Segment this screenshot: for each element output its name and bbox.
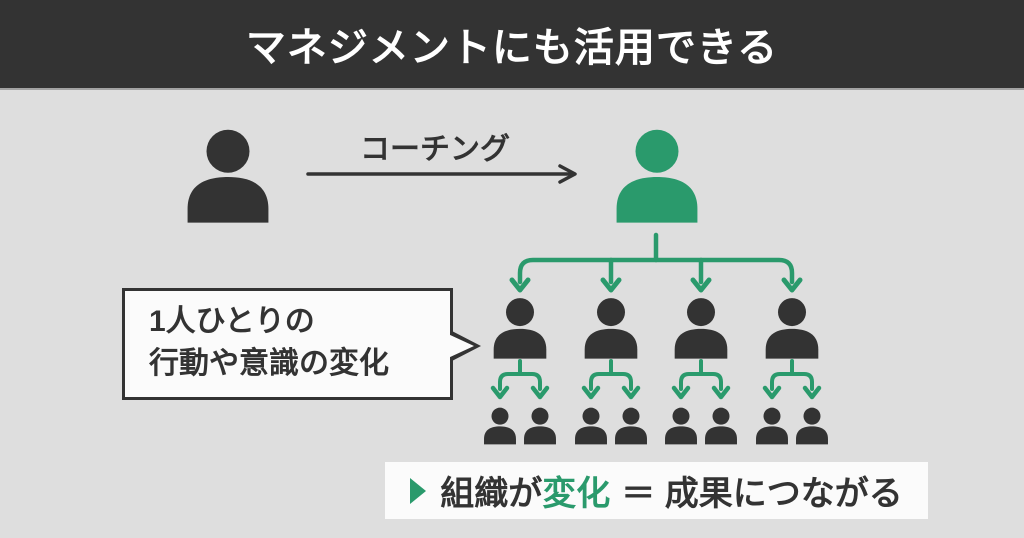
arrow-down-icon <box>600 277 622 293</box>
arrow-down-icon <box>581 385 601 400</box>
arrow-down-icon <box>621 385 641 400</box>
member-person-icon <box>796 407 828 445</box>
speech-bubble: 1人ひとりの 行動や意識の変化 <box>122 288 481 400</box>
member-person-icon <box>705 407 737 445</box>
arrow-down-icon <box>711 385 731 400</box>
coach-person-icon <box>187 129 269 223</box>
result-suffix: ＝ 成果につながる <box>621 475 903 513</box>
result-highlight: 変化 <box>542 475 611 513</box>
arrow-down-icon <box>690 277 712 293</box>
play-triangle-icon <box>410 477 427 504</box>
page-title: マネジメントにも活用できる <box>245 26 779 70</box>
header-bar: マネジメントにも活用できる <box>0 0 1024 90</box>
bubble-tail-fill <box>448 334 474 358</box>
bubble-line-1: 1人ひとりの <box>149 305 315 338</box>
bubble-line-2: 行動や意識の変化 <box>149 347 389 380</box>
result-banner: 組織が変化 ＝ 成果につながる <box>385 462 928 519</box>
arrow-down-icon <box>509 277 531 293</box>
arrow-down-icon <box>671 385 691 400</box>
result-text: 組織が変化 ＝ 成果につながる <box>440 466 902 515</box>
diagram-stage: コーチング 1人ひとりの 行動や意識の変化 組織が変化 ＝ 成果につながる <box>0 90 1024 538</box>
arrow-down-icon <box>490 385 510 400</box>
manager-person-icon <box>765 298 819 359</box>
arrow-down-icon <box>530 385 550 400</box>
arrow-down-icon <box>802 385 822 400</box>
pair-connector <box>581 359 641 400</box>
manager-person-icon <box>674 298 728 359</box>
result-prefix: 組織が <box>440 475 543 513</box>
member-person-icon <box>575 407 607 445</box>
pair-connector <box>490 359 550 400</box>
member-person-icon <box>524 407 556 445</box>
leader-person-icon <box>616 129 698 223</box>
manager-person-icon <box>584 298 638 359</box>
member-person-icon <box>615 407 647 445</box>
manager-person-icon <box>493 298 547 359</box>
pair-connector <box>762 359 822 400</box>
member-person-icon <box>484 407 516 445</box>
member-person-icon <box>665 407 697 445</box>
coaching-label: コーチング <box>360 133 510 166</box>
diagram-graphics <box>187 129 828 445</box>
arrow-right-icon <box>306 164 577 184</box>
arrow-down-icon <box>781 277 803 293</box>
pair-connector <box>671 359 731 400</box>
member-person-icon <box>756 407 788 445</box>
arrow-down-icon <box>762 385 782 400</box>
org-tree-connector <box>509 232 803 293</box>
